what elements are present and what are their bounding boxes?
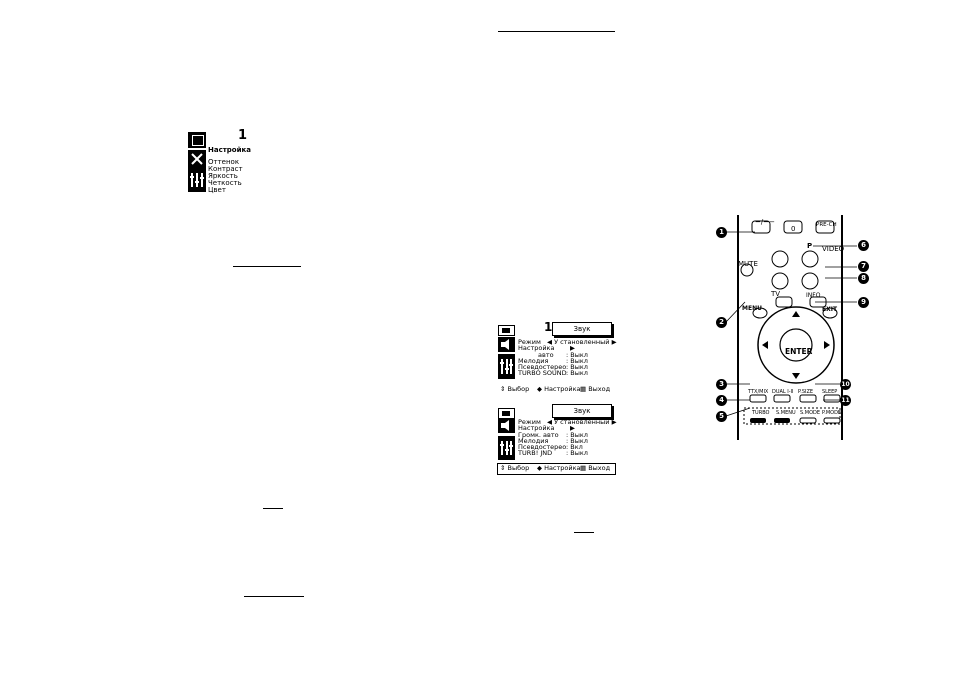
picture-menu-item: Цвет [208,186,226,194]
divider-left-3 [244,596,304,597]
sound-muted-icon-box [188,150,206,168]
remote-label-mute: MUTE [738,260,758,268]
sound-row-value: ◀ У становленный ▶ [547,338,617,346]
sliders-icon [500,359,513,374]
callout-lines [725,231,857,417]
sound-row-value: ▶ [570,424,575,432]
sliders-icon [190,173,204,187]
remote-label-tv: TV [771,290,781,298]
sliders-icon [500,441,513,455]
sound-row-value: : Выкл [566,357,588,365]
footer-select: ⇕ Выбор [500,385,530,393]
sound-row-label[interactable]: Мелодия [518,437,549,445]
divider-center-bottom [574,532,594,533]
picture-icon-box [498,325,515,336]
remote-label-video: VIDEO [822,245,845,253]
remote-label-info: INFO [806,292,821,299]
speaker-icon-box [498,337,515,352]
remote-label-exit: EXIT [822,306,838,313]
callout-6: 6 [858,240,869,251]
picture-menu-item: Четкость [208,179,242,187]
divider-top-center [498,31,615,32]
remote-label-menu: MENU [742,305,762,312]
remote-label-pre-ch: PRE-CH [816,222,837,228]
sound-row-value: ▶ [570,344,575,352]
sound-row-label[interactable]: авто [538,351,554,359]
footer-bar [497,463,616,475]
sound-menu-title: Звук [552,322,612,336]
sound-row-value: : Вкл [566,443,583,451]
remote-label-top-left: −/−− [755,218,775,226]
remote-label-s-mode: S.MODE [800,410,821,416]
sound-row-label[interactable]: TURB! JND [518,449,553,457]
remote-label-zero: 0 [791,225,796,233]
sound-row-label[interactable]: Псевдостерео [518,443,567,451]
footer-adjust: ◆ Настройка [537,385,581,393]
callout-8: 8 [858,273,869,284]
sound-row-label[interactable]: TURBO SOUND [518,369,567,377]
sound-row-label[interactable]: Громк. авто [518,431,559,439]
sound-row-value: : Выкл [566,431,588,439]
callout-9: 9 [858,297,869,308]
settings-icon-box [498,354,515,379]
callout-2: 2 [716,317,727,328]
speaker-icon [501,420,509,431]
remote-label-dual: DUAL I-II [772,389,794,395]
divider-left-2 [263,508,283,509]
sound-row-label[interactable]: Псевдостерео [518,363,567,371]
picture-menu-item: Оттенок [208,158,240,166]
picture-menu-item: Контраст [208,165,243,173]
remote-label-p-size: P.SIZE [798,389,814,395]
mute-icon [191,153,203,165]
settings-icon-box [188,168,206,192]
speaker-icon [501,339,509,350]
footer-exit: ▦ Выход [580,385,611,393]
remote-label-enter: ENTER [785,347,813,356]
callout-10: 10 [840,379,851,390]
remote-label-ttx-mix: TTX/MIX [748,389,769,395]
sound-row-label[interactable]: Настройка [518,344,555,352]
divider-left-1 [233,266,301,267]
footer-select: ⇕ Выбор [500,464,530,472]
footer-adjust: ◆ Настройка [537,464,581,472]
sound-row-label[interactable]: Режим [518,338,541,346]
sound-menu-number: 1 [544,320,553,334]
sound-row-value: : Выкл [566,369,588,377]
remote-label-p: P [807,242,813,250]
sound-row-value: ◀ У становленный ▶ [547,418,617,426]
remote-label-s-menu: S.MENU [776,410,796,416]
sound-menu-title: Звук [552,404,612,418]
speaker-icon-box [498,418,515,433]
picture-menu-heading: Настройка [208,146,251,154]
callout-1: 1 [716,227,727,238]
callout-7: 7 [858,261,869,272]
remote-body-drawing [737,215,843,440]
sound-row-label[interactable]: Настройка [518,424,555,432]
settings-icon-box [498,436,515,460]
sound-row-value: : Выкл [566,351,588,359]
picture-menu-item: Яркость [208,172,238,180]
remote-label-sleep: SLEEP [822,389,838,395]
picture-menu-number: 1 [238,128,248,143]
sound-row-label[interactable]: Мелодия [518,357,549,365]
footer-exit: ▦ Выход [580,464,611,472]
sound-row-value: : Выкл [566,437,588,445]
callout-5: 5 [716,411,727,422]
sound-row-label[interactable]: Режим [518,418,541,426]
callout-11: 11 [840,395,851,406]
remote-label-p-mode: P.MODE [822,410,842,416]
sound-row-value: : Выкл [566,363,588,371]
picture-icon-box [188,132,206,148]
sound-row-value: : Выкл [566,449,588,457]
remote-label-turbo: TURBO [752,410,770,416]
callout-3: 3 [716,379,727,390]
callout-4: 4 [716,395,727,406]
